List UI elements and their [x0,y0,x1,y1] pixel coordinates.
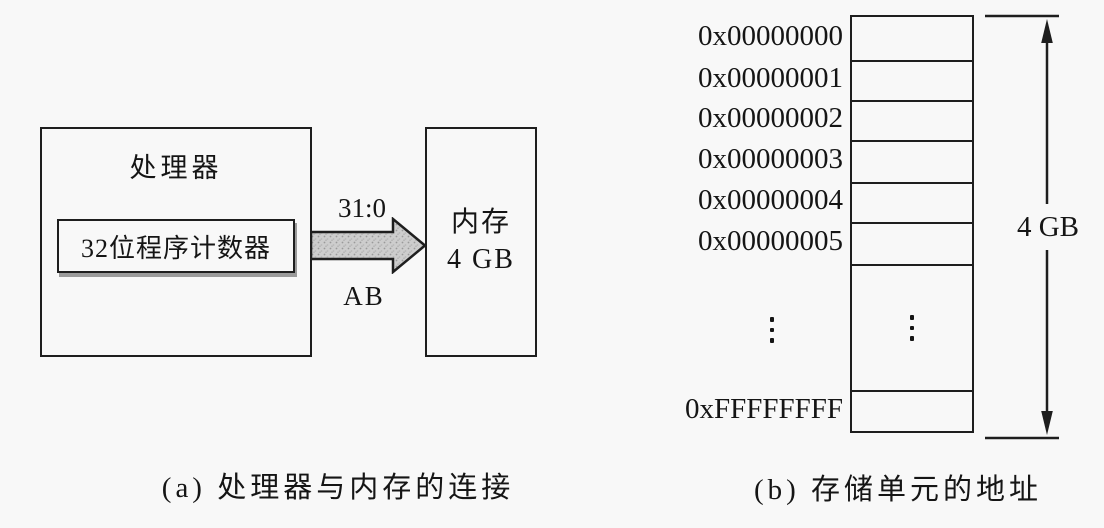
capacity-extent-icon [985,14,1059,440]
bus-name-label: AB [343,281,385,311]
memory-box-size: 4 GB [447,244,515,275]
figure-b-caption: (b) 存储单元的地址 [753,474,1043,506]
memory-cell [852,140,972,182]
address-label: 0x00000000 [698,20,843,52]
ellipsis-icon [909,315,915,341]
address-label: 0x00000002 [698,101,843,134]
memory-cell [852,60,972,100]
memory-cell [852,390,972,430]
arrow-up-icon [1041,19,1053,43]
memory-cell [852,182,972,222]
memory-cell [852,222,972,264]
address-label-last: 0xFFFFFFFF [684,392,843,425]
processor-label: 处理器 [129,153,223,183]
address-label: 0x00000005 [698,224,843,257]
memory-column [850,15,974,433]
capacity-label: 4 GB [1016,211,1080,243]
memory-box: 内存 4 GB [425,127,537,357]
memory-cell [852,17,972,60]
bus-arrow-icon [311,217,427,274]
program-counter-box: 32位程序计数器 [57,219,295,273]
memory-cell [852,100,972,140]
figure-a-caption: (a) 处理器与内存的连接 [161,472,515,504]
memory-box-label: 内存 [450,207,511,239]
address-label: 0x00000001 [698,61,843,94]
bus-width-label: 31:0 [337,193,386,223]
memory-cell-ellipsis [852,264,972,390]
ellipsis-icon [757,312,787,348]
program-counter-label: 32位程序计数器 [80,233,271,263]
arrow-down-icon [1041,411,1053,435]
address-label: 0x00000004 [698,183,843,216]
address-label: 0x00000003 [698,142,843,175]
address-bus-arrow [311,217,427,274]
